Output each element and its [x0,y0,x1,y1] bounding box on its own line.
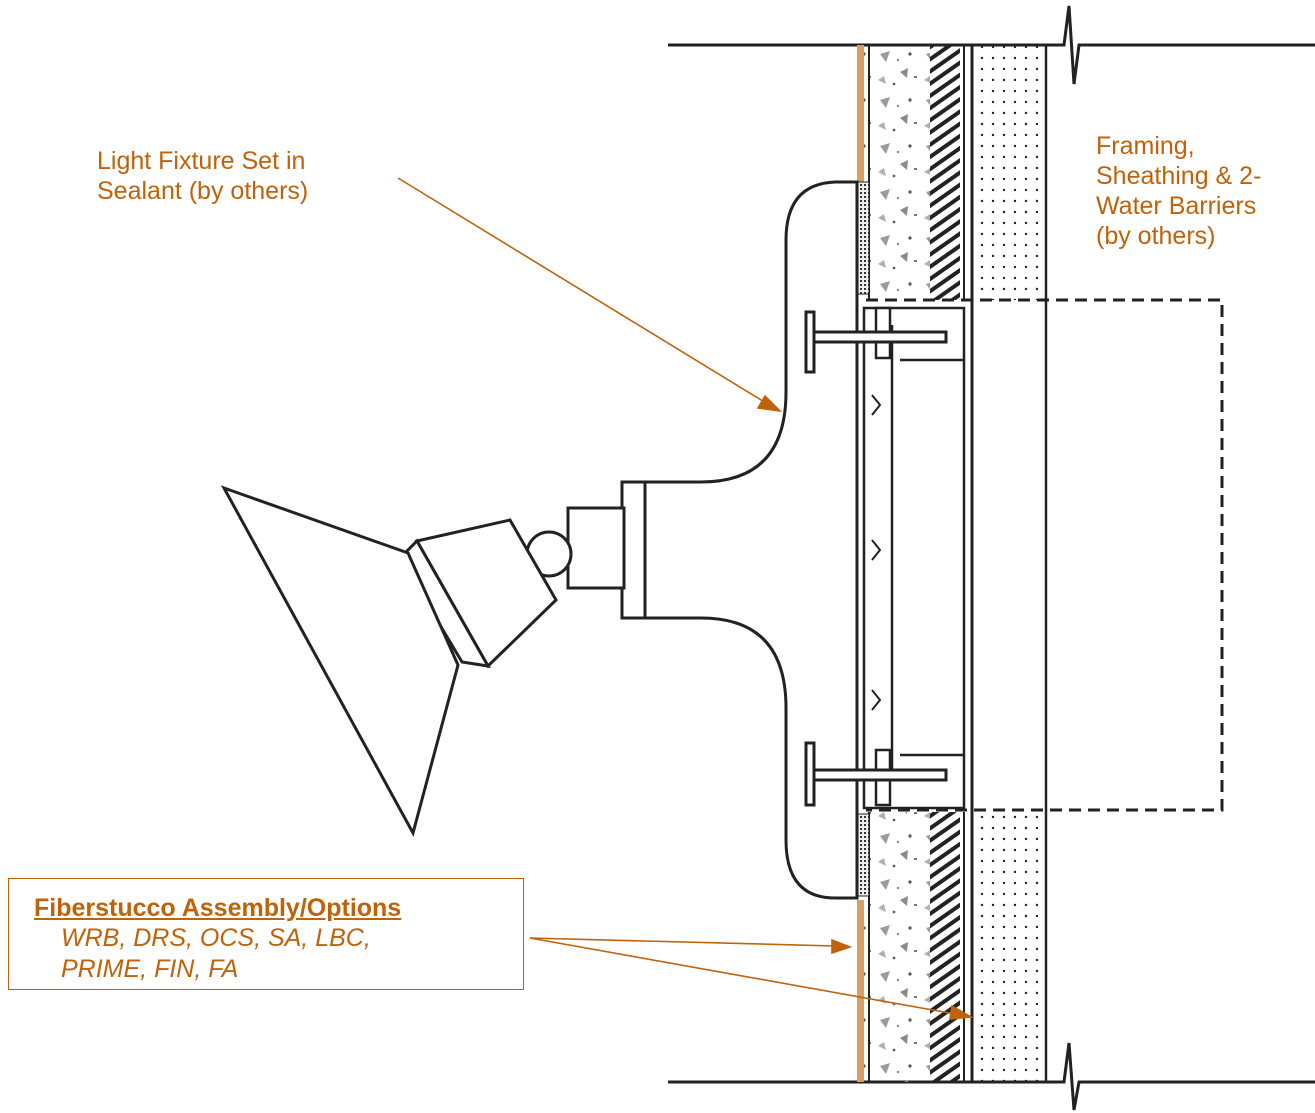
framing-label: Framing, Sheathing & 2- Water Barriers (… [1096,131,1315,251]
framing-label-line1: Framing, [1096,132,1195,160]
upper-stucco-base [864,45,930,300]
canopy-body [620,180,859,900]
fixture-canopy [620,180,948,900]
junction-box-outline [866,298,1224,812]
lower-screw-shank [812,768,948,782]
options-leader-2 [529,937,956,1015]
lamp-neck [566,506,626,590]
lower-finish-coat [857,900,864,1082]
framing-label-line3: Water Barriers [1096,192,1257,220]
arrowhead-icon [831,938,853,955]
framing-label-line4: (by others) [1096,222,1216,250]
lower-framing-sheathing [972,812,1046,1082]
upper-lath-hatch [930,45,960,300]
options-leader-1 [529,937,836,947]
upper-wall-assembly [850,45,1048,1082]
framing-label-line2: Sheathing & 2- [1096,162,1262,190]
fixture-leader [397,177,767,404]
options-line1: WRB, DRS, OCS, SA, LBC, [61,924,371,952]
annotation-leaders [397,177,974,1020]
options-line2: PRIME, FIN, FA [61,955,239,983]
fixture-label-line2: Sealant (by others) [97,177,309,205]
fixture-label: Light Fixture Set in Sealant (by others) [97,146,437,206]
upper-framing-sheathing [972,45,1046,300]
lamp-shade [220,485,460,838]
lower-stucco-base [864,812,930,1082]
arrowhead-icon [756,394,783,413]
lamp-head [220,485,626,838]
assembly-options-box: Fiberstucco Assembly/Options WRB, DRS, O… [8,878,524,990]
junction-box [866,298,1224,812]
options-list: WRB, DRS, OCS, SA, LBC, PRIME, FIN, FA [61,923,481,985]
mounting-bracket [862,306,966,810]
upper-screw-shank [812,330,948,344]
lower-lath-hatch [930,812,960,1082]
arrowhead-icon [949,1004,974,1020]
options-title: Fiberstucco Assembly/Options [34,894,402,922]
upper-finish-coat [857,45,864,185]
fixture-label-line1: Light Fixture Set in [97,147,306,175]
lower-wall-assembly [850,300,1046,1082]
